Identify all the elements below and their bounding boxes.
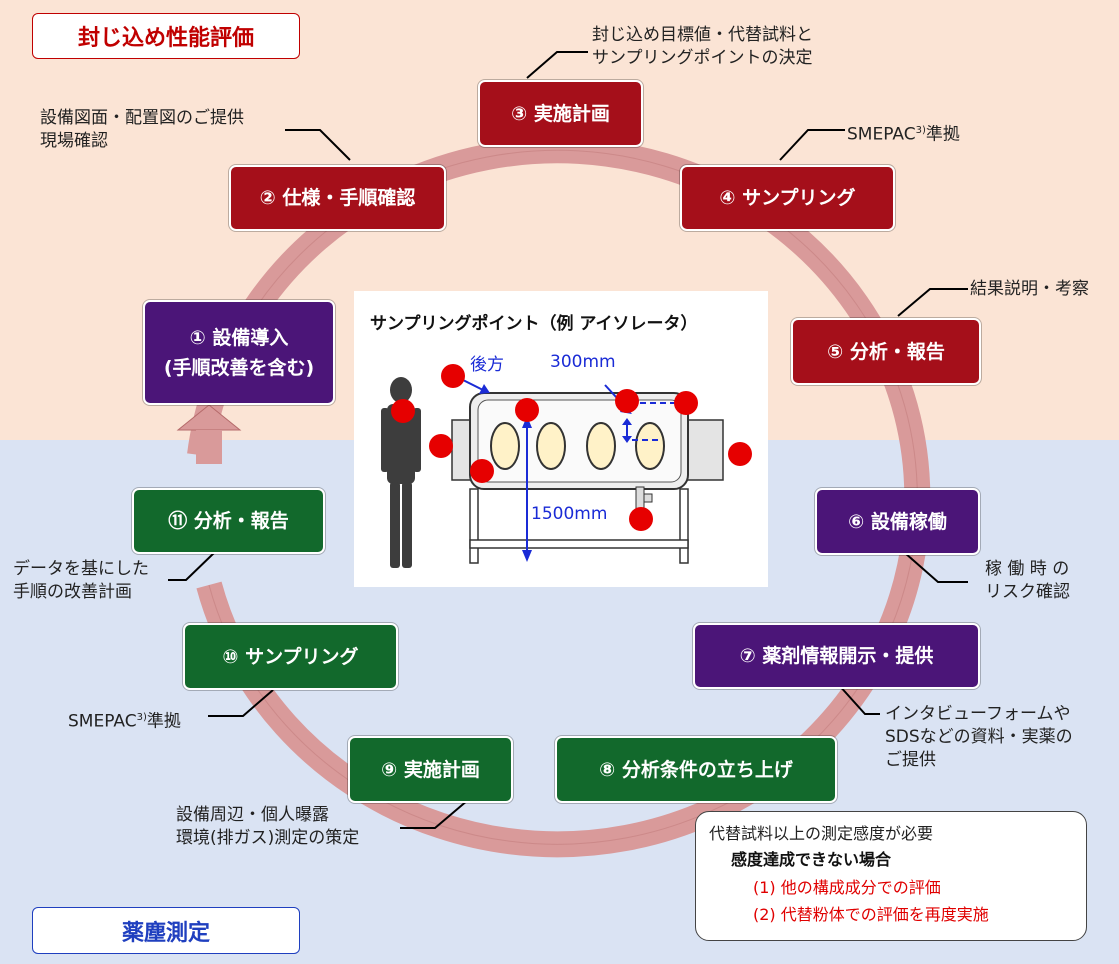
cycle-ring-arrow-shaft [196, 430, 222, 464]
leader-line-step10 [208, 689, 274, 717]
step-4-sampling: ④ サンプリング [680, 165, 895, 231]
annotation-step7: インタビューフォームや SDSなどの資料・実薬の ご提供 [885, 703, 1073, 772]
annotation-step11-line2: 手順の改善計画 [13, 582, 132, 602]
step-1-label: ① 設備導入 [189, 326, 289, 349]
annotation-step3-line1: 封じ込め目標値・代替試料と [592, 25, 813, 45]
annotation-step4-tail: 準拠 [925, 124, 960, 145]
annotation-step4: SMEPAC3)準拠 [847, 119, 960, 147]
annotation-step7-line1: インタビューフォームや [885, 704, 1071, 724]
annotation-step4-text: SMEPAC [847, 124, 916, 145]
sampling-point-dot [515, 398, 539, 422]
label-1500mm: 1500mm [531, 504, 608, 524]
note-line-3: (1) 他の構成成分での評価 [753, 878, 941, 897]
annotation-step10-tail: 準拠 [146, 711, 181, 732]
note-line-1: 代替試料以上の測定感度が必要 [709, 824, 934, 843]
annotation-step11: データを基にした 手順の改善計画 [13, 558, 149, 604]
step-6-equipment-operation: ⑥ 設備稼働 [815, 488, 980, 555]
annotation-step10-text: SMEPAC [68, 711, 137, 732]
annotation-step6-line1: 稼 働 時 の [985, 559, 1070, 579]
annotation-step11-line1: データを基にした [13, 559, 149, 579]
step-9-implementation-plan: ⑨ 実施計画 [348, 736, 513, 803]
annotation-step2-line2: 現場確認 [40, 131, 108, 151]
annotation-step9: 設備周辺・個人曝露 環境(排ガス)測定の策定 [176, 804, 359, 850]
annotation-step9-line1: 設備周辺・個人曝露 [176, 805, 329, 825]
leader-line-step2 [285, 129, 351, 161]
sampling-point-dot [391, 399, 415, 423]
leader-line-step7 [837, 683, 880, 715]
annotation-step6-line2: リスク確認 [985, 582, 1070, 602]
step-1-sublabel: (手順改善を含む) [163, 356, 315, 379]
note-line-2: 感度達成できない場合 [731, 850, 892, 869]
step-8-analysis-condition-setup: ⑧ 分析条件の立ち上げ [555, 736, 837, 803]
sampling-point-dot [470, 459, 494, 483]
annotation-step10: SMEPAC3)準拠 [68, 706, 181, 734]
sampling-point-dot [615, 389, 639, 413]
leader-line-step4 [779, 129, 845, 161]
step-7-drug-info-disclosure: ⑦ 薬剤情報開示・提供 [693, 623, 980, 689]
annotation-step2-line1: 設備図面・配置図のご提供 [40, 108, 244, 128]
step-3-implementation-plan: ③ 実施計画 [478, 80, 643, 147]
sensitivity-note-box: 代替試料以上の測定感度が必要 感度達成できない場合 (1) 他の構成成分での評価… [695, 811, 1087, 941]
label-rear: 後方 [470, 355, 504, 375]
step-10-sampling: ⑩ サンプリング [183, 623, 398, 690]
leader-line-step11 [168, 551, 216, 581]
step-1-equipment-introduction: ① 設備導入 (手順改善を含む) [143, 300, 335, 405]
isolator-body [451, 392, 724, 564]
annotation-step7-line3: ご提供 [885, 750, 936, 770]
sampling-points [391, 364, 752, 531]
annotation-step2: 設備図面・配置図のご提供 現場確認 [40, 107, 244, 153]
leader-line-step5 [897, 288, 968, 317]
sampling-point-dot [441, 364, 465, 388]
sampling-point-dot [629, 507, 653, 531]
step-5-analysis-report: ⑤ 分析・報告 [791, 318, 981, 385]
leader-line-step9 [400, 799, 469, 829]
annotation-step3: 封じ込め目標値・代替試料と サンプリングポイントの決定 [592, 24, 813, 70]
leader-line-step3 [526, 51, 588, 79]
annotation-step9-line2: 環境(排ガス)測定の策定 [176, 828, 360, 848]
sampling-point-dot [429, 434, 453, 458]
person-silhouette-icon [381, 377, 421, 568]
note-line-4: (2) 代替粉体での評価を再度実施 [753, 905, 989, 924]
annotation-step6: 稼 働 時 の リスク確認 [985, 558, 1070, 604]
annotation-step4-sup: 3) [915, 125, 926, 136]
step-2-spec-procedure-check: ② 仕様・手順確認 [229, 165, 446, 231]
leader-line-step6 [904, 552, 968, 583]
annotation-step5: 結果説明・考察 [970, 279, 1089, 299]
annotation-step7-line2: SDSなどの資料・実薬の [885, 727, 1073, 747]
sampling-point-dot [674, 391, 698, 415]
annotation-step3-line2: サンプリングポイントの決定 [592, 48, 813, 68]
sampling-point-inset-title: サンプリングポイント（例 アイソレータ） [370, 314, 698, 334]
label-300mm: 300mm [550, 352, 616, 372]
step-11-analysis-report: ⑪ 分析・報告 [132, 488, 325, 554]
sampling-point-dot [728, 442, 752, 466]
dust-measurement-label: 薬塵測定 [32, 907, 300, 954]
containment-evaluation-label: 封じ込め性能評価 [32, 13, 300, 59]
annotation-step10-sup: 3) [136, 712, 147, 723]
